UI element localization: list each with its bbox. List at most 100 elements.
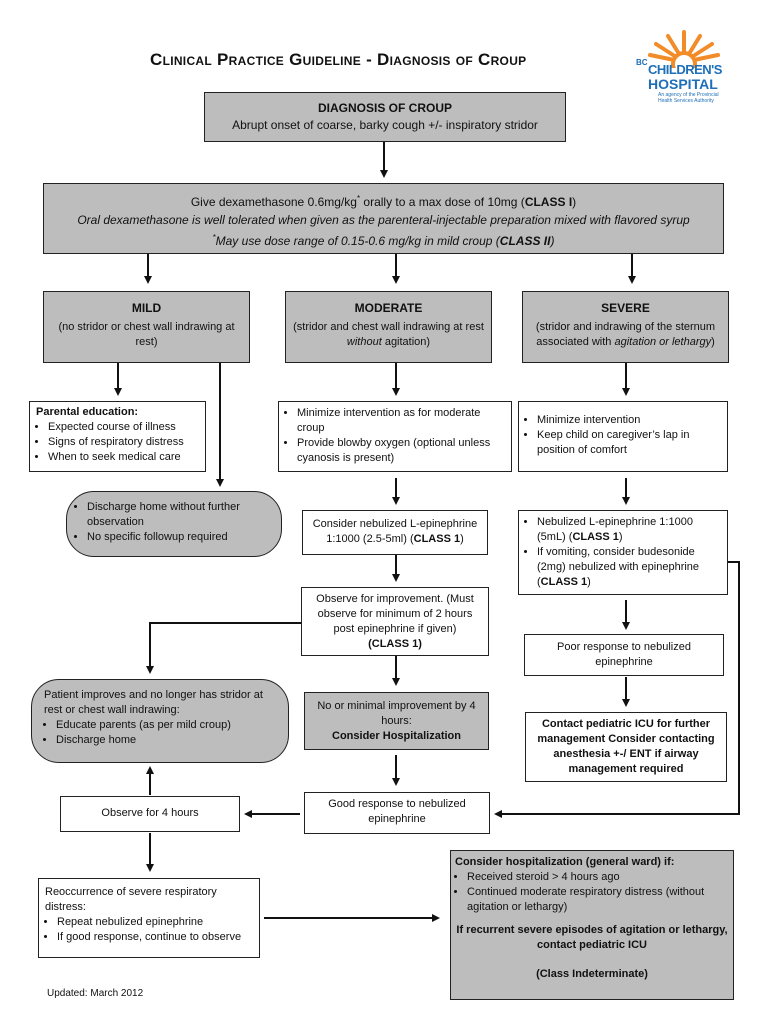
moderate-text: (stridor and chest wall indrawing at res… [292, 320, 485, 350]
discharge-home-box: Discharge home without further observati… [66, 491, 282, 557]
severe-neb-item2-class: CLASS 1 [540, 576, 588, 588]
severe-intervention-list: Minimize intervention Keep child on care… [525, 413, 721, 458]
bc-childrens-hospital-logo: BC CHILDREN'S HOSPITAL An agency of the … [628, 28, 740, 110]
hospitalization-recurrent: If recurrent severe episodes of agitatio… [456, 924, 728, 951]
severe-neb-list: Nebulized L-epinephrine 1:1000 (5mL) (CL… [525, 515, 721, 590]
consider-nebulized-box: Consider nebulized L-epinephrine 1:1000 … [302, 510, 488, 555]
reoccurrence-text: Reoccurrence of severe respiratory distr… [45, 886, 217, 913]
severe-box: SEVERE (stridor and indrawing of the ste… [522, 291, 729, 363]
observe-improvement-class: (CLASS 1) [368, 638, 422, 650]
severe-neb-item1: Nebulized L-epinephrine 1:1000 (5mL) ( [537, 516, 693, 543]
list-item: If good response, continue to observe [57, 930, 253, 945]
no-improvement-text: No or minimal improvement by 4 hours: [317, 700, 476, 727]
page-title: Clinical Practice Guideline - Diagnosis … [150, 50, 527, 69]
parental-education-box: Parental education: Expected course of i… [29, 401, 206, 472]
severe-text-italic: agitation or lethargy [614, 336, 712, 348]
sun-logo-icon [648, 30, 720, 68]
severe-neb-item2-paren: ) [587, 576, 591, 588]
mild-text: (no stridor or chest wall indrawing at r… [58, 321, 235, 348]
list-item: No specific followup required [87, 530, 267, 545]
dexa-dose-text: Give dexamethasone 0.6mg/kg [190, 195, 357, 209]
list-item: Discharge home [56, 733, 274, 748]
good-response-text: Good response to nebulized epinephrine [328, 798, 466, 825]
list-item: Keep child on caregiver’s lap in positio… [537, 428, 721, 458]
logo-tagline-2: Health Services Authority [658, 98, 714, 104]
patient-improves-text: Patient improves and no longer has strid… [44, 689, 263, 716]
parental-heading: Parental education: [36, 406, 139, 418]
dexa-line-3: *May use dose range of 0.15-0.6 mg/kg in… [44, 229, 723, 250]
parental-list: Expected course of illness Signs of resp… [36, 420, 199, 465]
patient-improves-box: Patient improves and no longer has strid… [31, 679, 289, 763]
reoccurrence-box: Reoccurrence of severe respiratory distr… [38, 878, 260, 958]
consider-neb-text: Consider nebulized L-epinephrine 1:1000 … [312, 518, 478, 545]
hospitalization-class: (Class Indeterminate) [536, 968, 648, 980]
observe-improvement-box: Observe for improvement. (Must observe f… [301, 587, 489, 656]
severe-text-a: (stridor and indrawing of the sternum as… [535, 321, 716, 348]
list-item: Minimize intervention as for moderate cr… [297, 406, 505, 436]
poor-response-text: Poor response to nebulized epinephrine [557, 641, 691, 668]
moderate-text-a: (stridor and chest wall indrawing at res… [293, 321, 484, 333]
dexa-line-2: Oral dexamethasone is well tolerated whe… [77, 213, 690, 227]
dexa-paren: ) [572, 195, 577, 209]
consider-neb-class: CLASS 1 [413, 533, 461, 545]
observe-improvement-text: Observe for improvement. (Must observe f… [316, 593, 474, 635]
list-item: If vomiting, consider budesonide (2mg) n… [537, 545, 721, 590]
severe-neb-item1-class: CLASS 1 [572, 531, 619, 543]
moderate-text-b: agitation) [381, 336, 431, 348]
list-item: Signs of respiratory distress [48, 435, 199, 450]
list-item: Continued moderate respiratory distress … [467, 885, 729, 915]
arrow-observe-to-improves [146, 622, 301, 674]
patient-improves-list: Educate parents (as per mild croup) Disc… [44, 718, 274, 748]
dexa-class-2: CLASS II [499, 234, 551, 248]
list-item: Discharge home without further observati… [87, 500, 267, 530]
updated-date: Updated: March 2012 [47, 988, 144, 999]
consider-neb-paren: ) [460, 533, 464, 545]
diagnosis-heading: DIAGNOSIS OF CROUP [317, 101, 452, 115]
severe-neb-item2: If vomiting, consider budesonide (2mg) n… [537, 546, 700, 588]
list-item: Received steroid > 4 hours ago [467, 870, 729, 885]
logo-bc: BC [636, 58, 648, 67]
dexamethasone-box: Give dexamethasone 0.6mg/kg * orally to a… [43, 183, 724, 254]
list-item: Provide blowby oxygen (optional unless c… [297, 436, 505, 466]
hospitalization-box: Consider hospitalization (general ward) … [450, 850, 734, 1000]
list-item: When to seek medical care [48, 450, 199, 465]
discharge-list: Discharge home without further observati… [75, 500, 267, 545]
dexa-footnote-mark-2: * [212, 233, 216, 242]
list-item: Nebulized L-epinephrine 1:1000 (5mL) (CL… [537, 515, 721, 545]
moderate-heading: MODERATE [354, 301, 423, 315]
diagnosis-box: DIAGNOSIS OF CROUP Abrupt onset of coars… [204, 92, 566, 142]
no-improvement-box: No or minimal improvement by 4 hours: Co… [304, 692, 489, 750]
arrow-neb-to-good [494, 561, 740, 818]
observe-4-hours-box: Observe for 4 hours [60, 796, 240, 832]
hospitalization-heading: Consider hospitalization (general ward) … [455, 856, 675, 868]
moderate-intervention-box: Minimize intervention as for moderate cr… [278, 401, 512, 472]
poor-response-box: Poor response to nebulized epinephrine [524, 634, 724, 676]
dexa-class: CLASS I [524, 195, 573, 209]
list-item: Educate parents (as per mild croup) [56, 718, 274, 733]
list-item: Repeat nebulized epinephrine [57, 915, 253, 930]
severe-neb-item1-paren: ) [618, 531, 623, 543]
mild-heading: MILD [131, 301, 162, 315]
consider-hospitalization-text: Consider Hospitalization [332, 730, 461, 742]
dexa-range-text: May use dose range of 0.15-0.6 mg/kg in … [215, 234, 500, 248]
list-item: Minimize intervention [537, 413, 721, 428]
severe-text-b: ) [711, 336, 715, 348]
logo-tagline-1: An agency of the Provincial [658, 92, 719, 98]
moderate-intervention-list: Minimize intervention as for moderate cr… [285, 406, 505, 466]
severe-text: (stridor and indrawing of the sternum as… [527, 320, 724, 350]
reoccurrence-list: Repeat nebulized epinephrine If good res… [45, 915, 253, 945]
logo-childrens: CHILDREN'S [648, 62, 722, 77]
diagnosis-text: Abrupt onset of coarse, barky cough +/- … [232, 118, 538, 132]
contact-icu-text: Contact pediatric ICU for further manage… [537, 718, 715, 775]
dexa-max-dose-text: orally to a max dose of 10mg ( [360, 195, 525, 209]
moderate-text-italic: without [346, 336, 382, 348]
logo-hospital: HOSPITAL [648, 76, 718, 92]
severe-heading: SEVERE [601, 301, 650, 315]
severe-intervention-box: Minimize intervention Keep child on care… [518, 401, 728, 472]
mild-box: MILD (no stridor or chest wall indrawing… [43, 291, 250, 363]
moderate-box: MODERATE (stridor and chest wall indrawi… [285, 291, 492, 363]
hospitalization-list: Received steroid > 4 hours ago Continued… [455, 870, 729, 915]
severe-nebulized-box: Nebulized L-epinephrine 1:1000 (5mL) (CL… [518, 510, 728, 595]
dexa-paren-2: ) [550, 234, 555, 248]
